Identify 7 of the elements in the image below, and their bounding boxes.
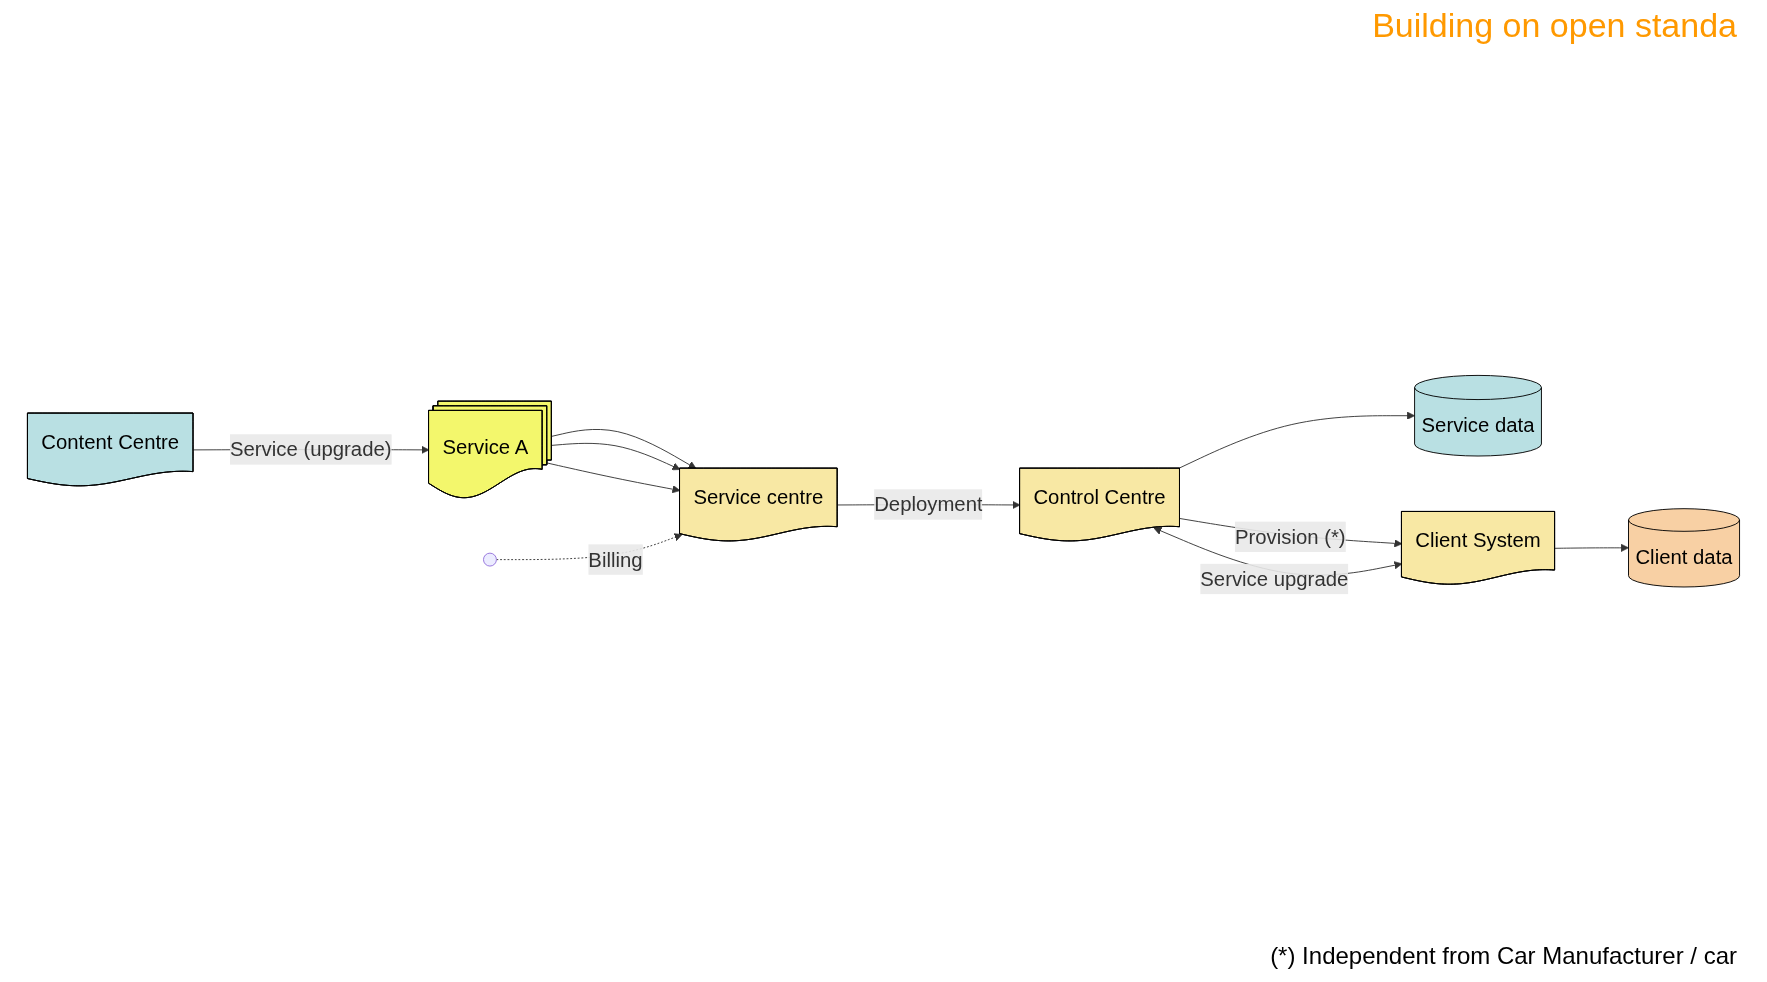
- edge-label: Provision (*): [1234, 525, 1346, 549]
- edge-label: Service upgrade: [1200, 567, 1349, 591]
- edge-label: Service (upgrade): [229, 438, 392, 462]
- diagram-title: Building on open standa: [1372, 6, 1737, 45]
- edge-label: Billing: [588, 548, 643, 572]
- edge-label: Deployment: [874, 493, 983, 517]
- footnote: (*) Independent from Car Manufacturer / car: [1270, 942, 1737, 970]
